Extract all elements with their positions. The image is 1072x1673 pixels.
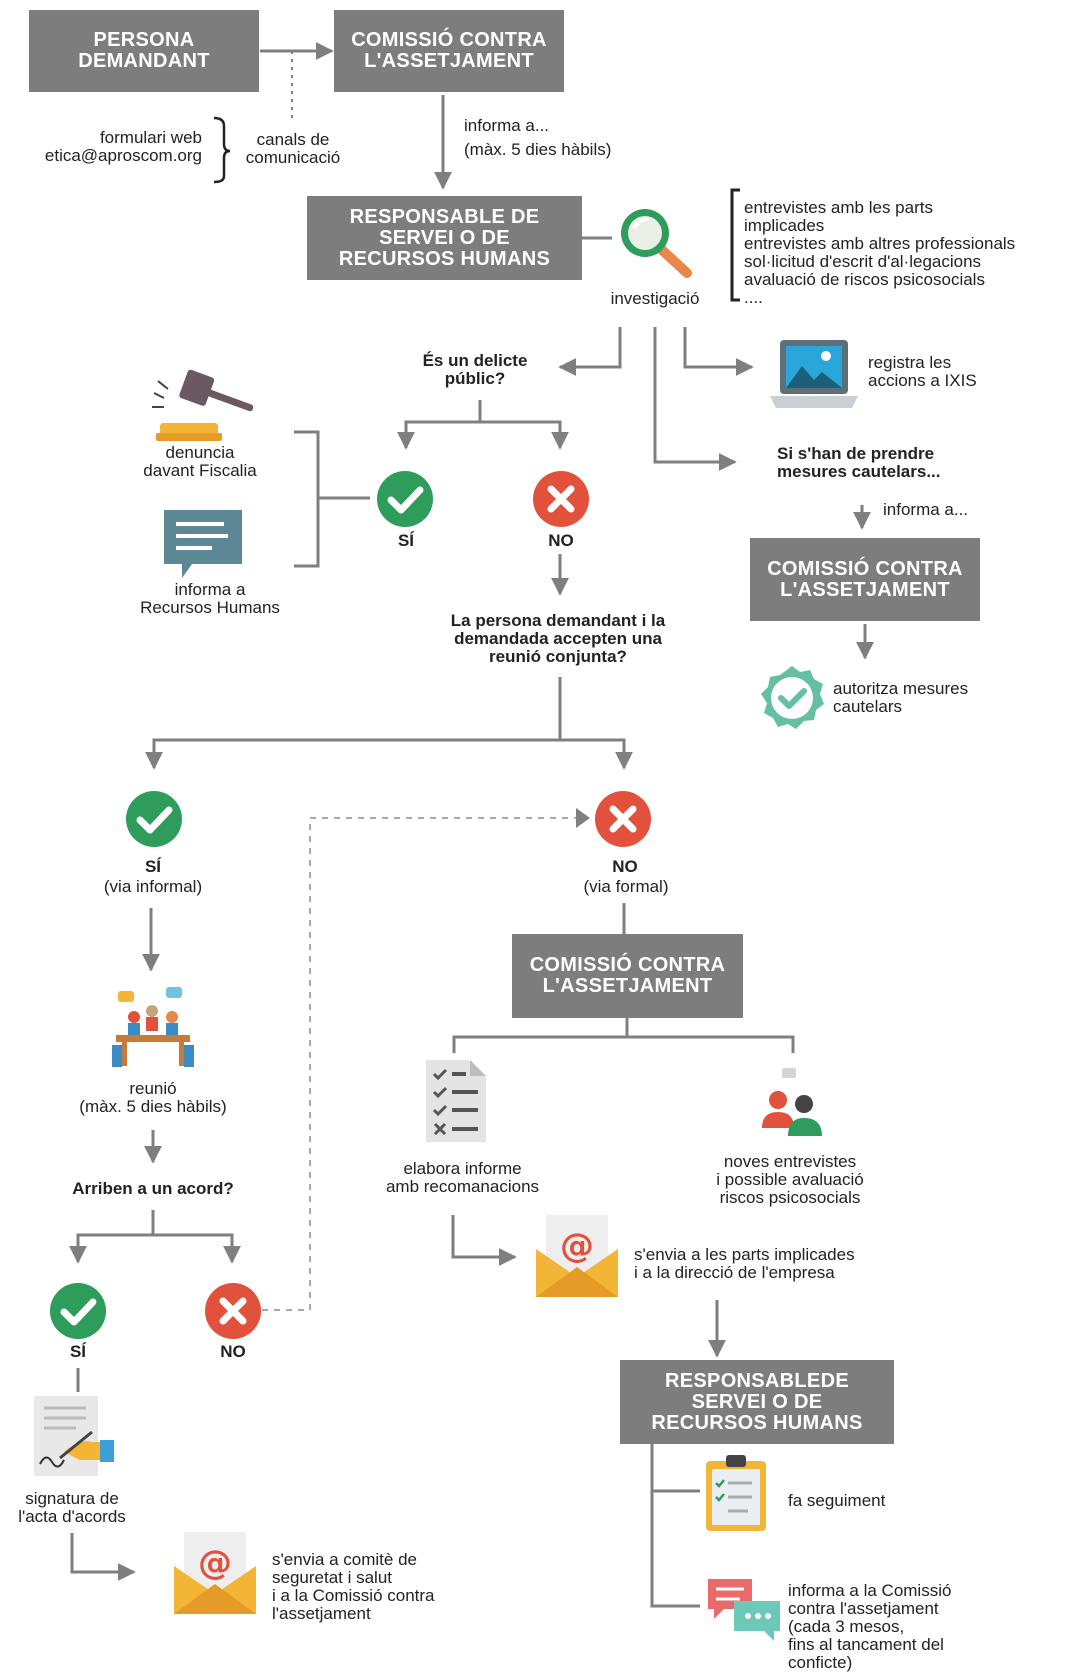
cross-icon <box>594 790 652 848</box>
cross-icon <box>532 470 590 528</box>
informa-5-dies-label: informa a... (màx. 5 dies hàbils) <box>464 116 612 159</box>
si-label-1: SÍ <box>397 531 415 550</box>
svg-text:@: @ <box>560 1226 594 1266</box>
cautelars-question: Si s'han de prendre mesures cautelars... <box>777 444 941 481</box>
box-comissio-assetjament-3: COMISSIÓ CONTRA L'ASSETJAMENT <box>512 934 743 1018</box>
signatura-label: signatura de l'acta d'acords <box>18 1489 126 1526</box>
box-responsable-servei-1: RESPONSABLE DE SERVEI O DE RECURSOS HUMA… <box>307 196 582 280</box>
cross-icon <box>204 1282 262 1340</box>
seguiment-label: fa seguiment <box>788 1491 886 1510</box>
reunio-label: reunió (màx. 5 dies hàbils) <box>79 1079 227 1116</box>
elabora-label: elabora informe amb recomanacions <box>385 1159 540 1196</box>
envia-parts-label: s'envia a les parts implicades i a la di… <box>634 1245 855 1282</box>
check-icon <box>49 1282 107 1340</box>
reunio-question: La persona demandant i la demandada acce… <box>450 611 666 666</box>
envia-comite-label: s'envia a comitè de seguretat i salut i … <box>272 1550 435 1623</box>
no-label-2: NO <box>220 1342 246 1361</box>
laptop-icon <box>768 338 860 410</box>
channels-title: canals de comunicació <box>245 130 341 167</box>
informa-a-label: informa a... <box>883 500 969 519</box>
box-comissio-assetjament-1: COMISSIÓ CONTRA L'ASSETJAMENT <box>334 10 564 92</box>
investigacio-items: entrevistes amb les parts implicades ent… <box>744 198 1016 307</box>
box-comissio-assetjament-2: COMISSIÓ CONTRA L'ASSETJAMENT <box>750 538 980 621</box>
chat-bubbles-icon <box>706 1577 782 1643</box>
badge-check-icon <box>758 664 826 732</box>
si-informal-title: SÍ <box>144 857 162 876</box>
noves-entrevistes-label: noves entrevistes i possible avaluació r… <box>716 1152 864 1207</box>
informa-rh-label: informa a Recursos Humans <box>140 580 280 617</box>
gavel-icon <box>152 365 262 445</box>
acord-question: Arriben a un acord? <box>72 1179 234 1198</box>
no-formal-title: NO <box>612 857 638 876</box>
si-label-2: SÍ <box>69 1342 87 1361</box>
magnifier-icon <box>615 205 695 280</box>
denuncia-label: denuncia davant Fiscalia <box>143 443 257 480</box>
checklist-document-icon <box>424 1058 488 1144</box>
autoritza-label: autoritza mesures cautelars <box>833 679 969 716</box>
registra-label: registra les accions a IXIS <box>868 353 977 390</box>
box-responsable-servei-2: RESPONSABLEDE SERVEI O DE RECURSOS HUMAN… <box>620 1360 894 1444</box>
informa-comissio-label: informa a la Comissió contra l'assetjame… <box>788 1581 952 1672</box>
signing-document-icon <box>30 1394 116 1480</box>
no-label-1: NO <box>548 531 574 550</box>
meeting-icon <box>110 985 196 1071</box>
no-formal-subtitle: (via formal) <box>583 877 669 896</box>
email-envelope-icon: @ <box>172 1530 258 1616</box>
investigacio-label: investigació <box>610 289 700 308</box>
channels-list: formulari web etica@aproscom.org <box>44 128 202 165</box>
interview-people-icon <box>758 1066 830 1138</box>
delicte-question: És un delicte públic? <box>422 351 528 388</box>
box-persona-demandant: PERSONA DEMANDANT <box>29 10 259 92</box>
si-informal-subtitle: (via informal) <box>103 877 203 896</box>
clipboard-icon <box>704 1455 768 1533</box>
email-envelope-icon: @ <box>534 1213 620 1299</box>
svg-text:@: @ <box>198 1543 232 1583</box>
check-icon <box>376 470 434 528</box>
chat-message-icon <box>162 508 244 580</box>
check-icon <box>125 790 183 848</box>
